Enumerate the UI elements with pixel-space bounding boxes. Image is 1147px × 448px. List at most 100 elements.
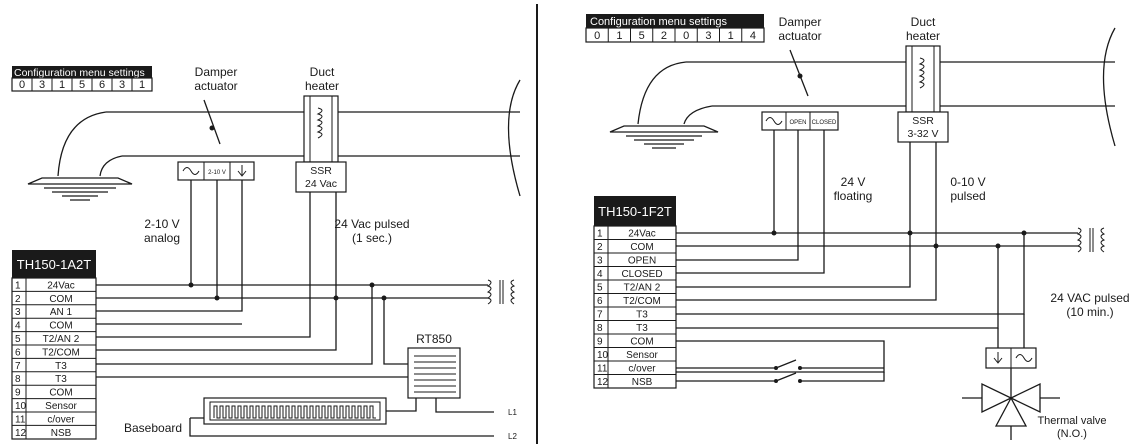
right-terminal-number: 7: [597, 310, 603, 321]
left-damper-blade: [203, 99, 221, 145]
right-duct-elbow-inner: [683, 105, 713, 125]
right-wire-t2an2: [676, 142, 911, 288]
left-signal1-label-2: analog: [144, 231, 180, 245]
left-ground-symbol: [237, 165, 247, 177]
left-config-digit: 1: [59, 79, 65, 91]
right-terminal-number: 2: [597, 242, 603, 253]
left-ac-symbol: [182, 167, 200, 175]
left-actuator-term-analog: 2-10 V: [208, 170, 226, 176]
valve-ac-symbol: [1015, 354, 1033, 362]
right-diffuser: [609, 125, 719, 149]
left-ssr-box: [295, 161, 347, 193]
left-terminal-label: AN 1: [50, 307, 73, 318]
left-signal1-label-1: 2-10 V: [144, 217, 179, 231]
right-terminal-number: 8: [597, 323, 603, 334]
left-damper-label-1: Damper: [195, 65, 238, 79]
right-actuator-term-open: OPEN: [789, 120, 806, 126]
right-config-digit: 5: [639, 30, 645, 42]
left-terminal-number: 10: [15, 401, 27, 412]
right-terminal-number: 9: [597, 337, 603, 348]
right-config-digit: 0: [594, 30, 600, 42]
left-damper-label-2: actuator: [194, 79, 237, 93]
left-duct-heater: [303, 95, 339, 163]
left-diffuser: [27, 177, 133, 201]
right-terminal-label: COM: [630, 337, 653, 348]
right-ssr-box: [897, 111, 949, 143]
right-terminal-number: 4: [597, 269, 603, 280]
left-damper-pivot: [209, 125, 215, 131]
right-pulse-label-2: (10 min.): [1066, 305, 1113, 319]
left-wire-an1: [96, 180, 243, 312]
right-ssr-label-2: 3-32 V: [908, 128, 939, 140]
right-terminal-label: NSB: [632, 377, 653, 388]
left-terminal-label: COM: [49, 388, 72, 399]
right-duct-break: [1102, 27, 1116, 147]
left-terminal-label: COM: [49, 294, 72, 305]
right-config-digit: 2: [661, 30, 667, 42]
right-signal2-label-2: pulsed: [950, 189, 985, 203]
left-terminal-label: NSB: [51, 428, 72, 439]
left-wire-t2com: [96, 192, 337, 351]
right-damper-blade: [789, 49, 809, 97]
right-config-digit: 0: [683, 30, 689, 42]
left-baseboard-heater: [203, 397, 387, 425]
left-signal2-label-1: 24 Vac pulsed: [334, 217, 409, 231]
right-terminal-label: 24Vac: [628, 229, 656, 240]
right-terminal-number: 10: [597, 350, 609, 361]
left-terminal-number: 8: [15, 374, 21, 385]
right-valve-label-2: (N.O.): [1057, 428, 1087, 440]
right-terminal-label: COM: [630, 242, 653, 253]
left-config-digit: 5: [79, 79, 85, 91]
right-terminal-label: T3: [636, 323, 648, 334]
right-duct-elbow-outer: [637, 61, 687, 125]
right-damper-pivot: [797, 73, 803, 79]
left-wire-t2an2: [96, 192, 311, 338]
left-line-l2: L2: [508, 432, 517, 441]
right-wire-sensor-loop: [676, 340, 885, 373]
left-wire-relay-com: [383, 298, 412, 365]
left-transformer: [486, 279, 516, 305]
left-baseboard-label: Baseboard: [124, 421, 182, 435]
right-thermal-valve: [962, 314, 1060, 440]
right-config-digit: 1: [616, 30, 622, 42]
left-duct-elbow-outer: [57, 111, 107, 177]
left-terminal-number: 1: [15, 280, 21, 291]
right-terminal-label: T2/COM: [623, 296, 661, 307]
right-switch-1: [775, 359, 884, 369]
left-terminal-number: 9: [15, 388, 21, 399]
right-terminal-label: Sensor: [626, 350, 658, 361]
right-duct-label-2: heater: [906, 29, 940, 43]
left-config-digit: 6: [99, 79, 105, 91]
right-terminal-number: 5: [597, 283, 603, 294]
right-actuator-term-closed: CLOSED: [812, 120, 837, 126]
left-terminal-label: 24Vac: [47, 280, 75, 291]
right-signal1-label-2: floating: [834, 189, 873, 203]
left-signal2-label-2: (1 sec.): [352, 231, 392, 245]
left-terminal-label: T3: [55, 361, 67, 372]
right-terminal-number: 1: [597, 229, 603, 240]
right-config-digit: 3: [705, 30, 711, 42]
left-terminal-number: 11: [15, 414, 26, 425]
right-terminal-number: 11: [597, 364, 608, 375]
right-wire-closed: [676, 130, 825, 274]
left-relay-name: RT850: [416, 332, 452, 346]
left-wire-baseboard-relay: [386, 398, 417, 412]
right-valve-label-1: Thermal valve: [1037, 415, 1106, 427]
right-terminal-label: OPEN: [628, 256, 656, 267]
left-terminal-number: 4: [15, 321, 21, 332]
right-config-title: Configuration menu settings: [590, 16, 727, 28]
right-actuator-terminals: OPEN CLOSED: [761, 111, 839, 131]
right-controller-name: TH150-1F2T: [598, 204, 672, 219]
left-terminal-label: T2/COM: [42, 347, 80, 358]
left-config-digit-row: [11, 77, 153, 92]
